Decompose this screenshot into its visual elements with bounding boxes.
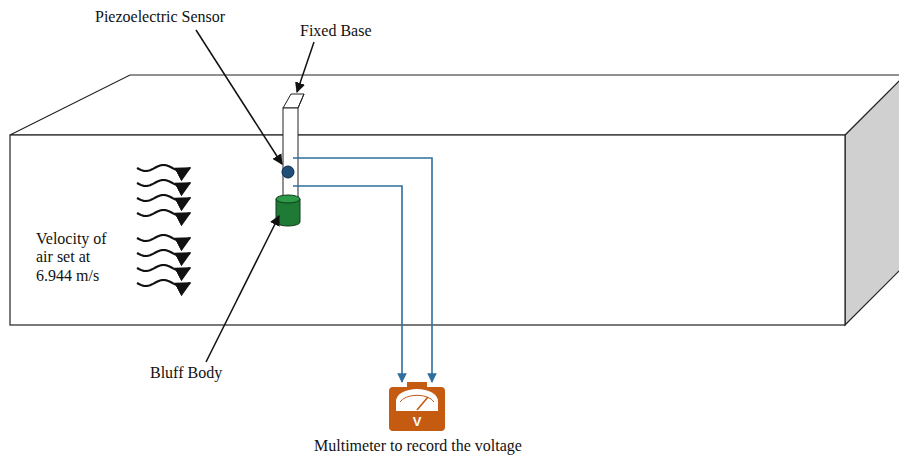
air-flow-arrow: [137, 235, 190, 241]
part-label: Bluff Body: [150, 364, 222, 382]
fixed-base-top: [283, 94, 304, 108]
air-flow-arrows: [137, 165, 190, 286]
multimeter-scale: [400, 395, 434, 402]
air-flow-arrow: [137, 250, 190, 256]
flow-note: Velocity of air set at 6.944 m/s: [36, 230, 116, 285]
air-flow-arrow: [137, 165, 190, 171]
part-label: Piezoelectric Sensor: [95, 8, 225, 26]
multimeter-body: [389, 387, 445, 431]
tunnel-front-face: [10, 135, 845, 325]
caption-label: Multimeter to record the voltage: [314, 437, 522, 455]
air-flow-arrow: [137, 195, 190, 201]
leader-line: [196, 30, 282, 164]
wire: [293, 186, 402, 382]
air-flow-arrow: [137, 180, 190, 186]
multimeter-face: V: [402, 413, 432, 430]
meter-unit: V: [413, 414, 422, 429]
multimeter-dial: [396, 389, 438, 411]
air-flow-arrow: [137, 280, 190, 286]
fixed-base-edge: [298, 94, 304, 108]
leader-line: [297, 42, 314, 92]
air-flow-arrow: [137, 265, 190, 271]
leader-line: [206, 216, 279, 362]
air-flow-arrow: [137, 210, 190, 216]
piezoelectric-sensor: [282, 166, 294, 178]
bluff-body-top: [276, 195, 300, 203]
multimeter-needle: [417, 397, 428, 410]
wire: [293, 158, 432, 382]
tunnel-top-face: [10, 75, 899, 135]
part-label: Fixed Base: [300, 22, 372, 40]
